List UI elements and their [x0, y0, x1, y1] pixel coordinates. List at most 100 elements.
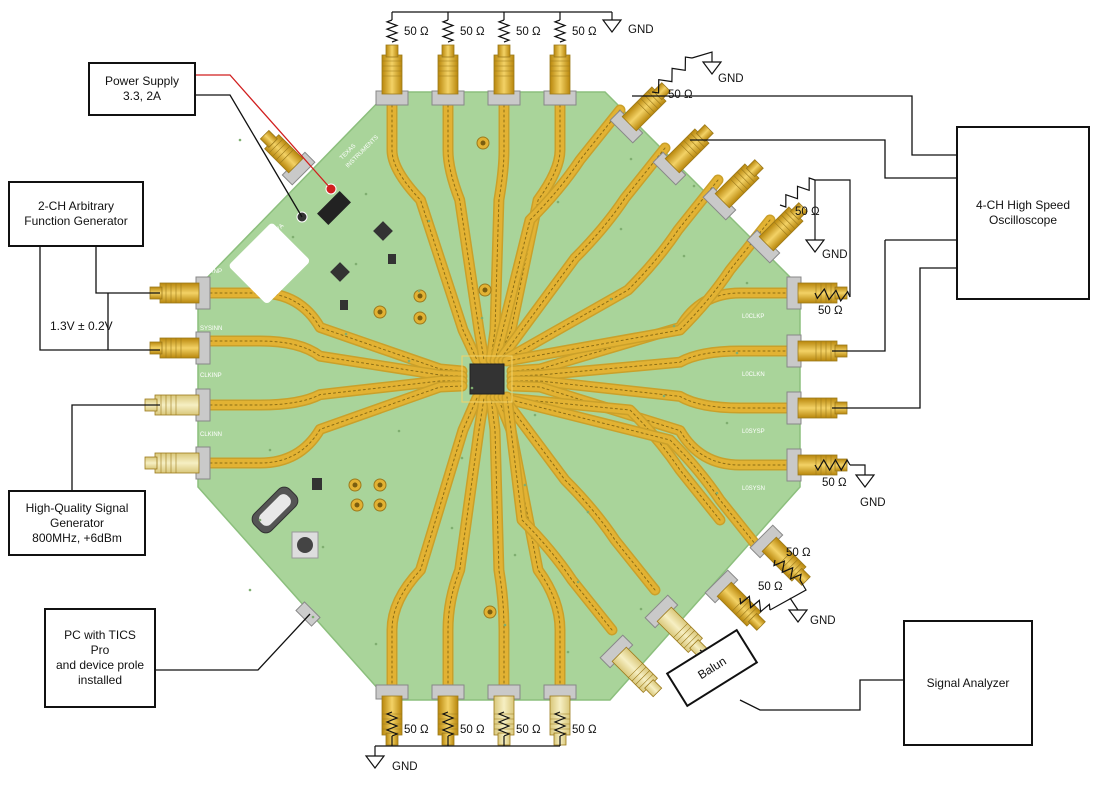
sma-power-thread-0: [268, 138, 284, 154]
scope-line1: 4-CH High Speed: [975, 198, 1071, 212]
board-dot-15: [513, 553, 517, 557]
trace-tr-1-vias: [498, 147, 666, 362]
crystal-inner: [259, 494, 291, 526]
right-port-label-3: L0SYSN: [742, 486, 765, 492]
sma-br-pale-1: [599, 634, 663, 698]
oscilloscope-box: 4-CH High Speed Oscilloscope: [956, 126, 1090, 300]
tr-resistor-1: [651, 56, 693, 94]
sma-br-pale-1-thread-2: [631, 666, 647, 682]
br-gnd-label: GND: [810, 615, 836, 627]
trace-left-3-vias: [204, 385, 463, 464]
trace-tr-3-vias: [506, 219, 771, 362]
pc-usb-wire: [156, 613, 311, 671]
trace-left-0-vias: [204, 292, 463, 372]
right-gnd-symbol-2: [854, 474, 876, 488]
trace-top-1-vias: [447, 94, 485, 361]
tr-ohm-2: 50 Ω: [795, 206, 820, 218]
board-dot-10: [248, 588, 252, 592]
ic-1: [330, 262, 350, 282]
test-point-hole-0: [417, 293, 423, 299]
sma-tr-2-thread-2: [733, 175, 748, 190]
board-dot-28: [682, 254, 686, 258]
sma-tr-3-thread-3: [773, 221, 789, 237]
ic-5: [312, 478, 322, 490]
bottom-ohm-0: 50 Ω: [404, 724, 429, 736]
sma-top-3: [543, 44, 577, 106]
trace-bottom-2-vias: [490, 397, 505, 699]
trace-tr-0-vias: [494, 109, 621, 362]
board-dot-16: [566, 650, 570, 654]
board-dot-14: [460, 456, 464, 460]
board-dot-0: [238, 138, 242, 142]
adc-chip: [469, 363, 505, 395]
sma-tr-2: [702, 159, 764, 221]
board-dot-29: [735, 351, 739, 355]
sma-tr-2-thread-1: [736, 171, 752, 187]
right-res-2-wire: [850, 464, 866, 475]
sma-br-1-thread-0: [742, 607, 757, 622]
sma-br-0-thread-0: [787, 562, 802, 577]
sma-tr-2-thread-3: [729, 178, 745, 194]
test-point-hole-7: [480, 140, 486, 146]
board-dot-21: [311, 615, 315, 619]
trace-br-1-vias: [498, 396, 761, 551]
sma-tr-2-thread-0: [740, 168, 755, 183]
scope-wire-2: [690, 139, 956, 179]
top-ohm-2: 50 Ω: [516, 26, 541, 38]
board-dot-31: [321, 545, 325, 549]
sma-left-1-tip: [149, 341, 163, 355]
terminations: [364, 11, 876, 769]
trace-right-1-vias: [511, 350, 791, 377]
bottom-ohm-3: 50 Ω: [572, 724, 597, 736]
br-gnd-symbol: [787, 609, 809, 623]
wiring: [39, 94, 956, 711]
board-dot-39: [745, 281, 749, 285]
bottom-resistor-2: [497, 711, 511, 737]
board-dot-25: [523, 483, 527, 487]
top-ohm-0: 50 Ω: [404, 26, 429, 38]
trace-bottom-1-vias: [447, 397, 485, 699]
tr-gnd-label-1: GND: [718, 73, 744, 85]
board-dot-20: [258, 518, 262, 522]
board-dot-9: [715, 491, 719, 495]
board-dot-13: [407, 359, 411, 363]
left-port-label-3: CLKINN: [200, 432, 222, 438]
bottom-resistor-1: [441, 711, 455, 737]
board-dot-4: [450, 526, 454, 530]
left-port-label-2: CLKINP: [200, 373, 222, 379]
trace-top-2-vias: [490, 94, 505, 361]
sma-br-pale-1-thread-0: [638, 673, 654, 689]
trace-left-2-vias: [204, 380, 463, 406]
power-supply-line1: Power Supply: [104, 74, 180, 88]
awg-line1: 2-CH Arbitrary: [37, 199, 114, 213]
sma-br-1-thread-2: [735, 600, 750, 615]
sma-connectors: [144, 44, 848, 746]
br-gnd-drop: [789, 597, 799, 611]
trace-left-1: [201, 337, 466, 380]
power-black-wire: [196, 94, 303, 218]
trace-right-2-vias: [511, 380, 791, 409]
tr-gnd-symbol-2: [804, 239, 826, 253]
test-point-hole-2: [417, 315, 423, 321]
ic-3: [340, 300, 348, 310]
test-point-hole-4: [377, 482, 383, 488]
pc-line4: installed: [77, 673, 123, 687]
board-dot-3: [397, 429, 401, 433]
sma-br-pale-0-thread-1: [680, 630, 695, 645]
test-point-hole-1: [377, 309, 383, 315]
right-resistor-2: [814, 458, 851, 472]
sma-top-0: [375, 44, 409, 106]
balun-line1: Balun: [695, 653, 729, 682]
sma-top-3-tip: [553, 44, 567, 58]
top-ohm-3: 50 Ω: [572, 26, 597, 38]
test-point-hole-5: [354, 502, 360, 508]
sma-tr-2-tip: [745, 159, 764, 178]
trace-top-0-vias: [391, 94, 478, 361]
board-dot-5: [503, 623, 507, 627]
analyzer-wire: [739, 679, 903, 711]
board-dot-33: [427, 219, 431, 223]
sma-tr-1-tip: [695, 124, 714, 143]
br-ohm-2: 50 Ω: [758, 581, 783, 593]
top-resistor-3: [553, 19, 567, 43]
